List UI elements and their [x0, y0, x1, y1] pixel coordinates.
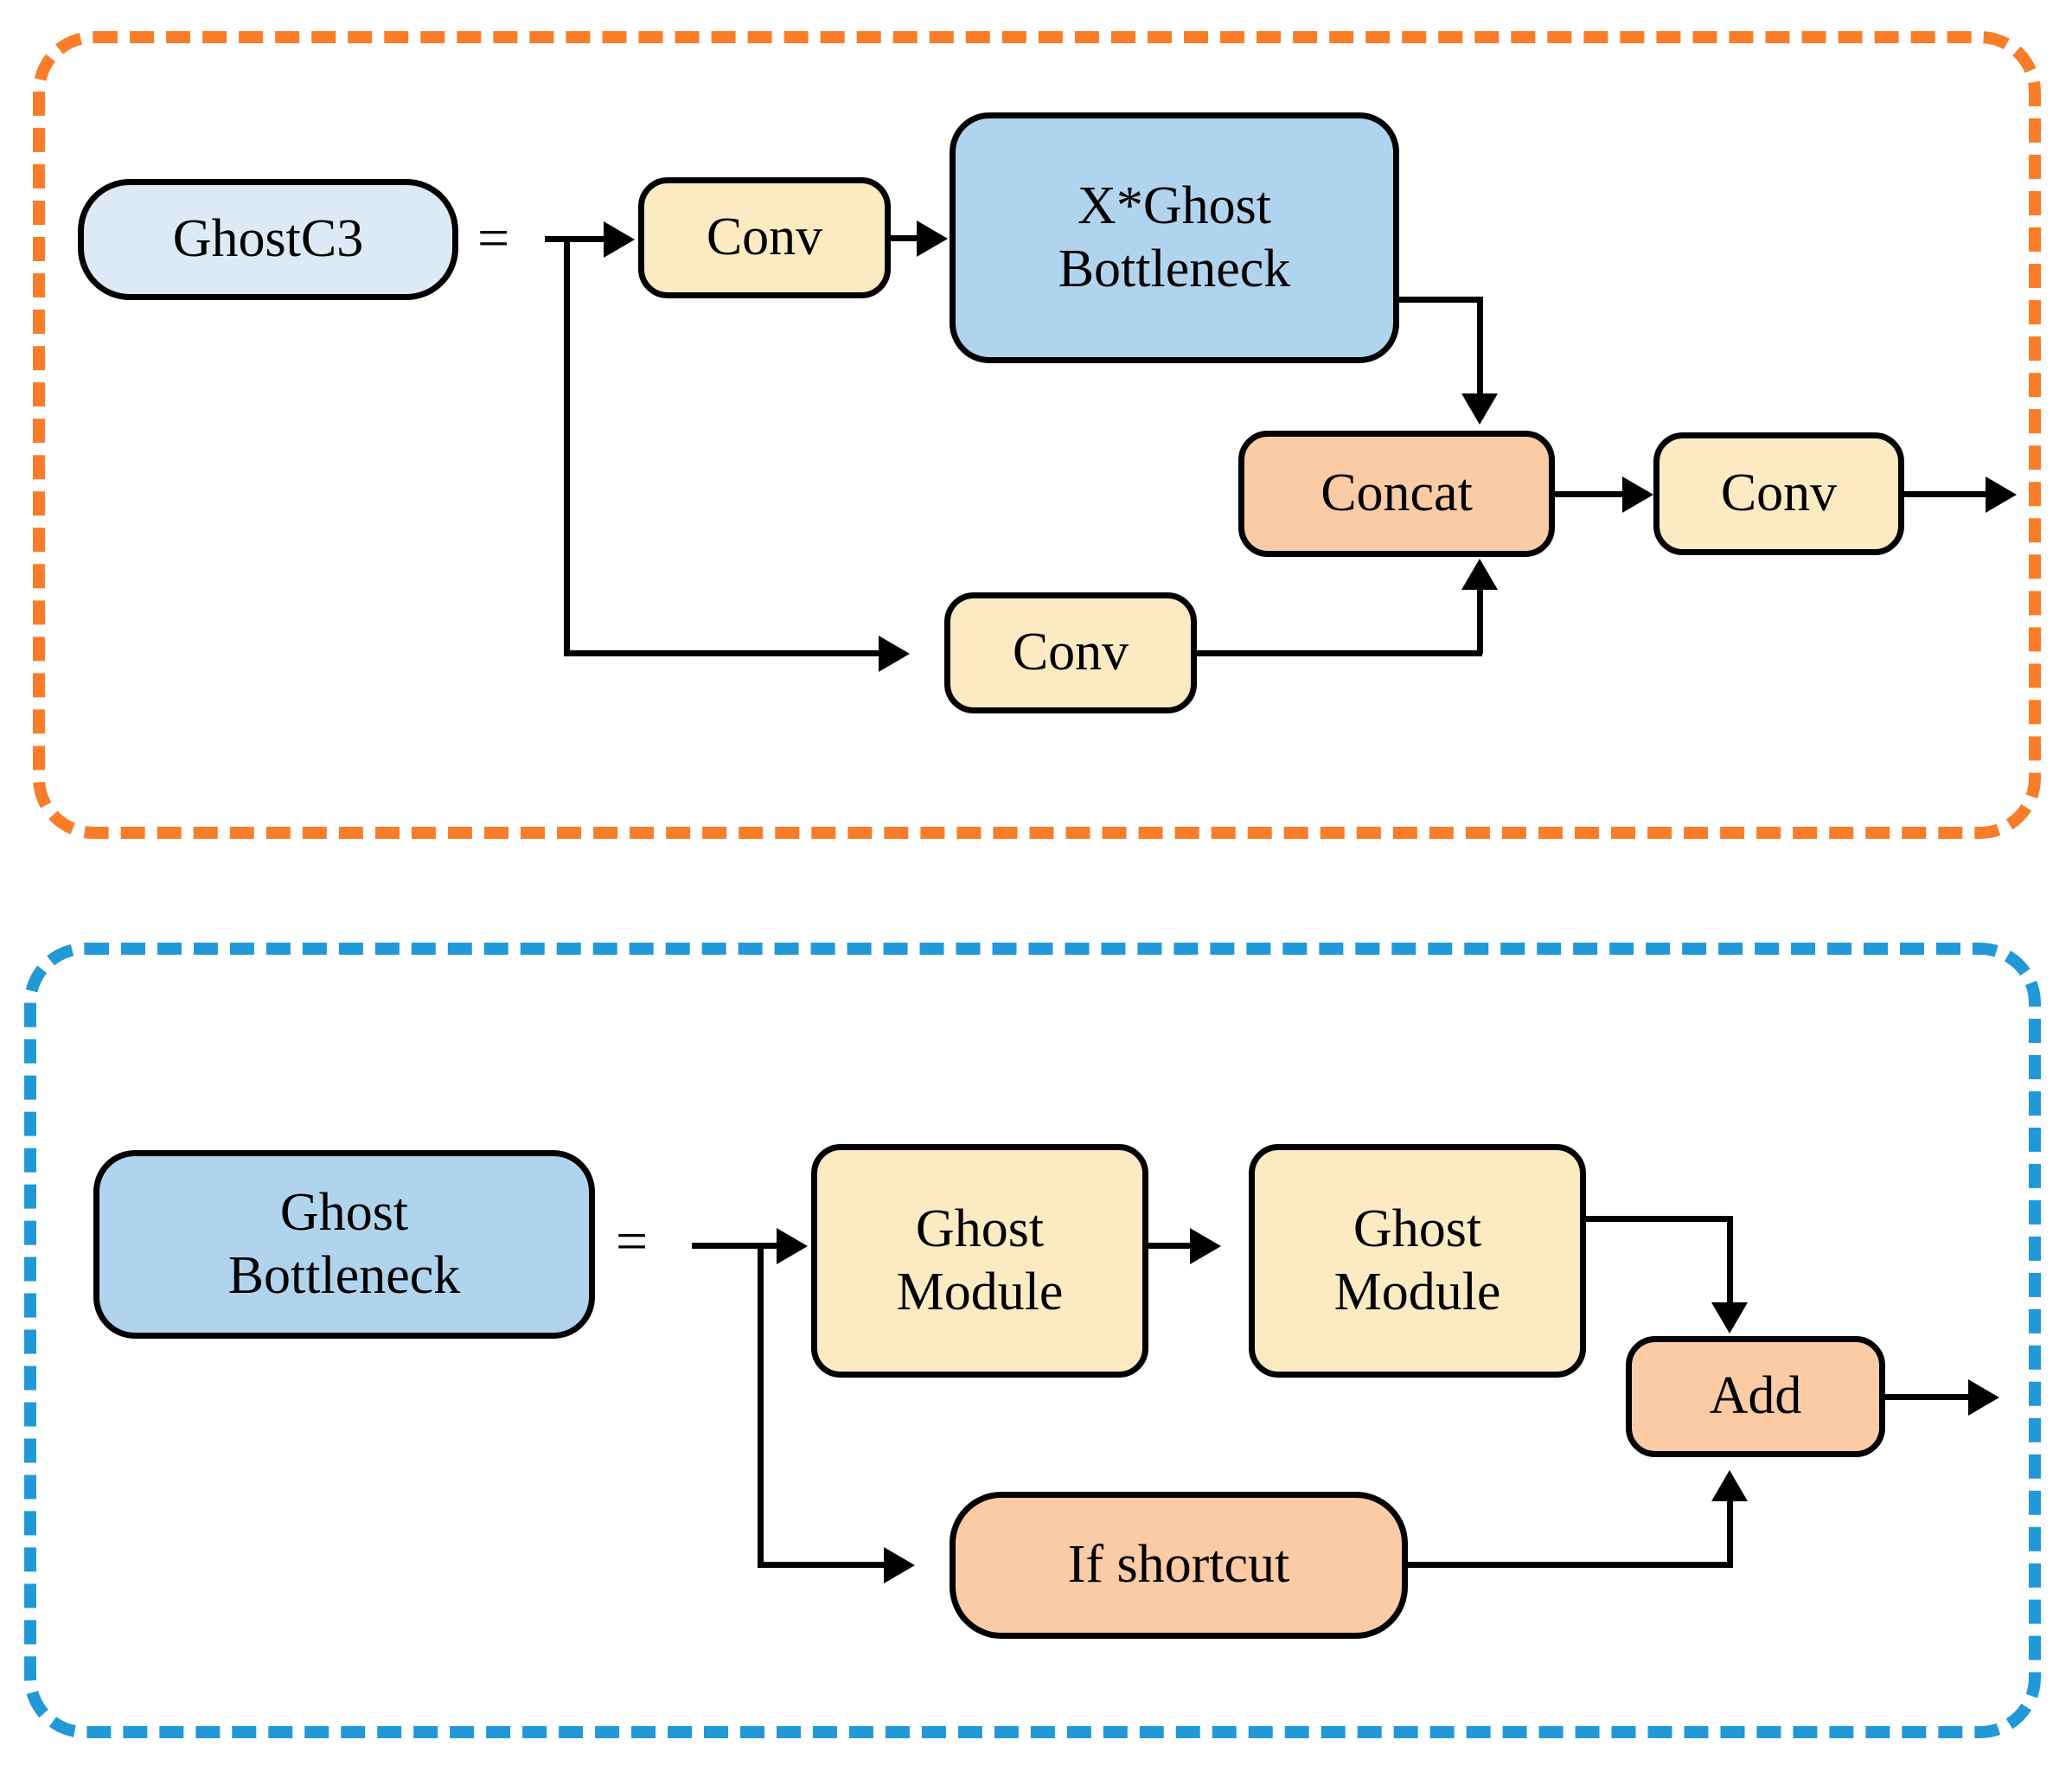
node-if-shortcut-label: If shortcut: [1067, 1535, 1290, 1595]
arrowhead-split-to-conv-bottom: [879, 636, 910, 672]
edge-conv-out-to-output: [1904, 491, 1991, 497]
node-x-ghost-bottleneck-label-line2: Bottleneck: [1058, 240, 1291, 298]
node-if-shortcut[interactable]: If shortcut: [950, 1492, 1408, 1639]
edge-split-to-conv-bottom: [564, 650, 882, 656]
ghost-bottleneck-panel-border: [24, 943, 2041, 1738]
node-conv-top[interactable]: Conv: [638, 177, 891, 298]
equals-sign-top: =: [477, 207, 510, 270]
arrowhead-gm1-to-gm2: [1190, 1228, 1221, 1264]
node-add[interactable]: Add: [1626, 1336, 1885, 1457]
node-ghost-module-1-label-line1: Ghost: [915, 1199, 1045, 1258]
node-ghost-bottleneck-label-line1: Ghost: [279, 1182, 409, 1242]
node-conv-top-label: Conv: [706, 208, 823, 267]
edge-split-to-ifshortcut: [758, 1562, 887, 1568]
node-ghost-bottleneck-label: Ghost Bottleneck: [99, 1181, 589, 1308]
edge-gm2-to-add-v: [1727, 1216, 1733, 1306]
node-ghost-module-1-label: Ghost Module: [817, 1198, 1142, 1324]
edge-add-to-output: [1883, 1394, 1973, 1400]
node-x-ghost-bottleneck-label: X*Ghost Bottleneck: [956, 175, 1393, 301]
edge-ifshortcut-to-add-v: [1727, 1501, 1733, 1565]
arrowhead-split-to-ifshortcut: [884, 1547, 915, 1583]
edge-xghost-to-concat-v: [1477, 297, 1483, 397]
edge-conv-bottom-to-concat-h: [1197, 650, 1482, 656]
edge-gm2-to-add-h: [1581, 1216, 1733, 1222]
edge-gm1-to-gm2: [1148, 1243, 1193, 1249]
edge-concat-to-conv-out: [1553, 491, 1626, 497]
node-conv-out[interactable]: Conv: [1653, 432, 1904, 555]
node-ghost-module-1-label-line2: Module: [896, 1263, 1064, 1321]
ghostc3-panel-border: [33, 31, 2041, 839]
edge-ghostc3-to-conv-top: [545, 236, 607, 242]
node-concat[interactable]: Concat: [1238, 431, 1555, 557]
arrowhead-xghost-to-concat: [1461, 393, 1498, 425]
edge-split-vertical: [564, 236, 570, 653]
node-conv-out-label: Conv: [1720, 464, 1838, 523]
node-ghost-module-2[interactable]: Ghost Module: [1249, 1144, 1586, 1378]
node-ghostc3-label: GhostC3: [172, 209, 364, 269]
node-ghost-bottleneck-label-line2: Bottleneck: [227, 1246, 461, 1305]
node-ghost-module-2-label-line1: Ghost: [1353, 1199, 1482, 1258]
arrowhead-concat-to-conv-out: [1622, 476, 1653, 513]
node-add-label: Add: [1709, 1366, 1802, 1426]
edge-xghost-to-concat-h: [1394, 297, 1483, 303]
node-ghostc3[interactable]: GhostC3: [78, 179, 458, 300]
node-conv-bottom[interactable]: Conv: [944, 592, 1197, 713]
edge-ghostbn-to-gm1: [692, 1243, 780, 1249]
arrowhead-conv-bottom-to-concat: [1461, 559, 1498, 590]
node-x-ghost-bottleneck[interactable]: X*Ghost Bottleneck: [950, 112, 1399, 363]
node-ghost-bottleneck[interactable]: Ghost Bottleneck: [93, 1150, 595, 1339]
node-ghost-module-2-label: Ghost Module: [1255, 1198, 1580, 1324]
arrowhead-ghostc3-to-conv-top: [604, 221, 635, 258]
edge-bottom-split-vertical: [758, 1243, 764, 1568]
edge-conv-bottom-to-concat-v: [1477, 590, 1483, 654]
arrowhead-top-panel-output: [1986, 476, 2017, 513]
edge-conv-top-to-xghost: [891, 235, 922, 241]
arrowhead-conv-top-to-xghost: [917, 221, 948, 257]
arrowhead-ifshortcut-to-add: [1711, 1470, 1748, 1501]
arrowhead-ghostbn-to-gm1: [777, 1228, 808, 1264]
node-ghost-module-2-label-line2: Module: [1333, 1263, 1501, 1321]
arrowhead-bottom-panel-output: [1968, 1379, 1999, 1416]
node-x-ghost-bottleneck-label-line1: X*Ghost: [1078, 176, 1271, 235]
edge-ifshortcut-to-add-h: [1406, 1562, 1733, 1568]
node-concat-label: Concat: [1321, 464, 1473, 523]
node-ghost-module-1[interactable]: Ghost Module: [811, 1144, 1148, 1378]
equals-sign-bottom: =: [616, 1210, 649, 1273]
node-conv-bottom-label: Conv: [1012, 623, 1129, 682]
arrowhead-gm2-to-add: [1711, 1302, 1748, 1334]
